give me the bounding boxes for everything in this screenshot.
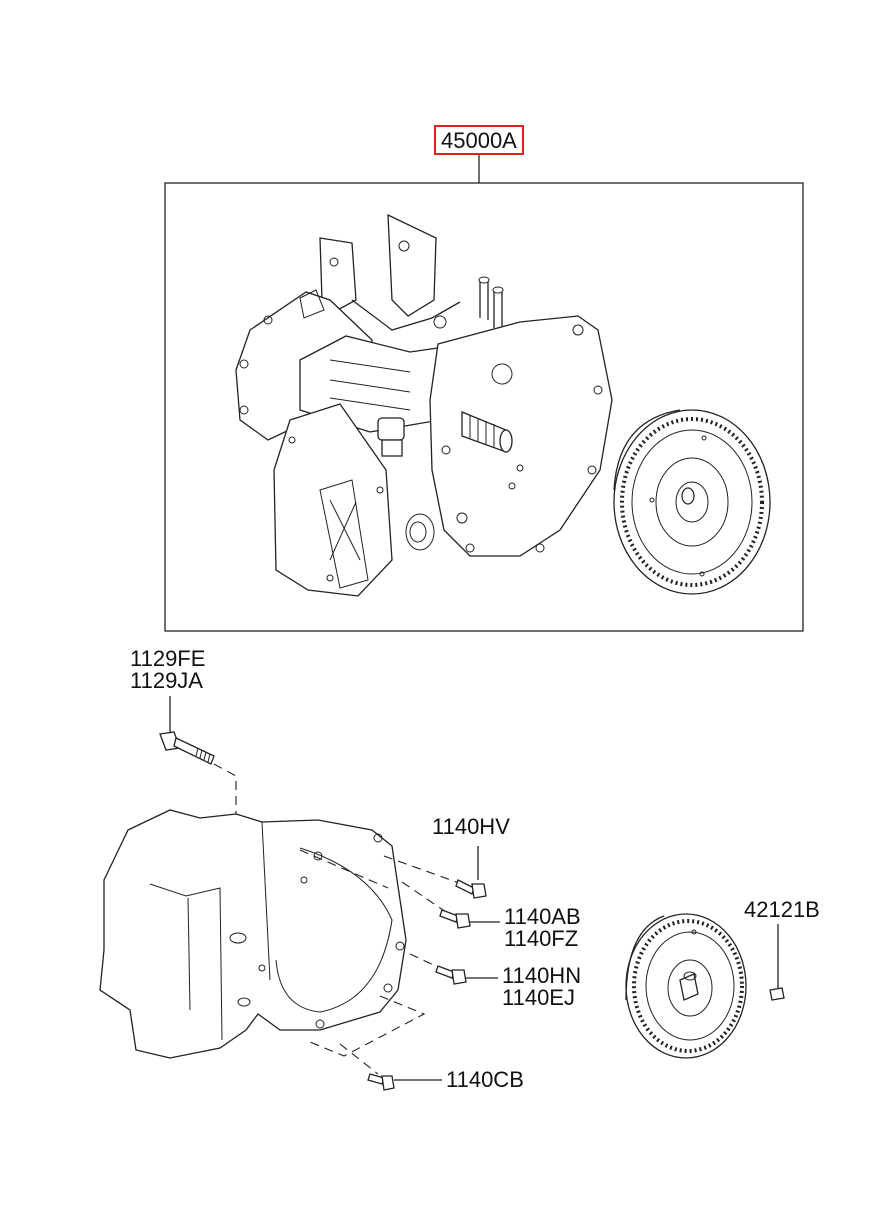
bolt-ab-dashed-line <box>401 881 447 913</box>
bolt-cb-dashed-line <box>309 995 426 1057</box>
main-part-label[interactable]: 45000A <box>441 128 517 153</box>
callout-bolt-hn-code-2[interactable]: 1140EJ <box>502 985 575 1010</box>
main-part-highlight-box <box>434 125 524 155</box>
bolt-cb-illustration <box>367 1073 395 1091</box>
lower-torque-converter-illustration <box>625 913 747 1059</box>
bolt-hn-dashed-line <box>409 953 441 969</box>
torque-converter-illustration <box>613 409 771 595</box>
callout-bolt-cb-code[interactable]: 1140CB <box>446 1067 524 1092</box>
callout-bolt-top-code-2[interactable]: 1129JA <box>130 668 203 693</box>
callout-bolt-ab-code-1[interactable]: 1140AB <box>504 904 581 929</box>
assembly-frame <box>164 182 804 632</box>
bolt-hv-dashed-line-2 <box>299 849 389 889</box>
callout-bolt-hv-code[interactable]: 1140HV <box>432 814 510 839</box>
callout-bolt-top-code-1[interactable]: 1129FE <box>130 646 205 671</box>
bolt-hv-illustration <box>455 879 487 899</box>
converter-bolt-illustration <box>769 987 785 1001</box>
bolt-cb-dashed-line-2 <box>339 1043 379 1075</box>
callout-bolt-ab-code-2[interactable]: 1140FZ <box>504 926 578 951</box>
lower-transaxle-illustration <box>99 809 407 1059</box>
transaxle-assembly-illustration <box>235 213 613 597</box>
bolt-ab-illustration <box>439 909 471 929</box>
bolt-hn-illustration <box>435 965 467 985</box>
callout-converter-bolt-code[interactable]: 42121B <box>744 897 820 922</box>
callout-bolt-hn-code-1[interactable]: 1140HN <box>502 963 581 988</box>
bolt-top-illustration <box>159 731 215 765</box>
